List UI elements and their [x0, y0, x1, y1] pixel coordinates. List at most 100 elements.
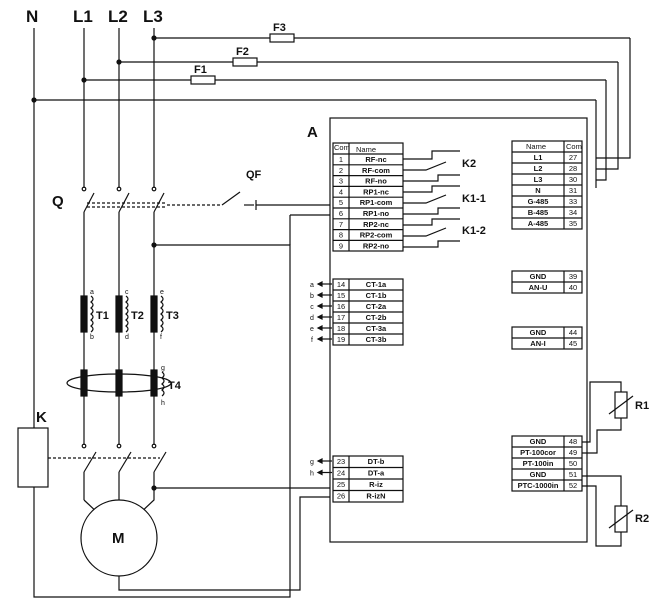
terminal-number: 30	[569, 175, 577, 184]
ct-label-t2: T2	[131, 310, 144, 322]
terminal-name: GND	[530, 328, 547, 337]
tap-letter: d	[310, 315, 314, 322]
relay-k12-nc	[403, 218, 460, 226]
ct-label-t1: T1	[96, 310, 109, 322]
tap-arrowhead	[316, 458, 323, 464]
terminal-number: 52	[569, 481, 577, 490]
tap-letter: g	[310, 459, 314, 466]
ct-tap-c: c	[125, 289, 129, 296]
terminal-number: 40	[569, 283, 577, 292]
terminal-number: 44	[569, 328, 577, 337]
ct-tap-f: f	[160, 334, 162, 341]
terminal-name: G-485	[528, 197, 549, 206]
relay-terminal-number: 7	[339, 220, 343, 229]
terminal-number: 35	[569, 219, 577, 228]
relay-terminal-number: 6	[339, 209, 343, 218]
contact-dot	[81, 186, 87, 192]
terminal-name: R-iz	[369, 480, 383, 489]
terminal-number: 14	[337, 280, 345, 289]
ct-tap-d: d	[125, 334, 129, 341]
terminal-number: 49	[569, 448, 577, 457]
terminal-number: 51	[569, 470, 577, 479]
terminal-name: L1	[534, 153, 543, 162]
ct-tap-g: g	[161, 365, 165, 372]
thermistor-r1-slash	[608, 395, 634, 415]
relay-terminal-number: 2	[339, 166, 343, 175]
power-head-com: Com	[566, 142, 582, 151]
terminal-name: CT-3b	[366, 335, 387, 344]
tap-letter: b	[310, 293, 314, 300]
terminal-name: B-485	[528, 208, 548, 217]
tap-letter: e	[310, 326, 314, 333]
relay-terminal-number: 1	[339, 155, 343, 164]
terminal-name: L3	[534, 175, 543, 184]
tap-letter: a	[310, 282, 314, 289]
terminal-name: AN-I	[530, 339, 545, 348]
bus-label-l1: L1	[73, 7, 93, 26]
terminal-name: GND	[530, 272, 547, 281]
relay-label-k1-2: K1-2	[462, 225, 486, 237]
fuse-label-f3: F3	[273, 22, 286, 34]
terminal-number: 18	[337, 324, 345, 333]
terminal-number: 27	[569, 153, 577, 162]
terminal-name: PT-100in	[523, 459, 554, 468]
terminal-number: 34	[569, 208, 577, 217]
ct-core-t1	[80, 295, 88, 333]
terminal-name: GND	[530, 437, 547, 446]
relay-label-k1-1: K1-1	[462, 193, 486, 205]
relay-terminal-name: RP1-com	[360, 198, 393, 207]
terminal-number: 48	[569, 437, 577, 446]
terminal-number: 16	[337, 302, 345, 311]
relay-terminal-name: RF-com	[362, 166, 390, 175]
rizn-wire	[118, 496, 333, 591]
relay-terminal-number: 8	[339, 231, 343, 240]
ct-core	[80, 369, 88, 397]
ct-winding	[161, 371, 165, 397]
relay-k2-no	[403, 174, 460, 182]
terminal-number: 17	[337, 313, 345, 322]
bus-label-l2: L2	[108, 7, 128, 26]
terminal-name: DT-a	[368, 469, 385, 478]
contact-dot	[151, 443, 157, 449]
relay-k12-no	[403, 240, 460, 248]
ct-core	[150, 369, 158, 397]
thermistor-r2-slash	[608, 509, 634, 529]
feed-l1-drop	[596, 80, 607, 181]
terminal-name: L2	[534, 164, 543, 173]
relay-k11-nc	[403, 185, 460, 193]
r1-wire-a	[582, 381, 622, 443]
tap-arrowhead	[316, 469, 323, 476]
ct-label-t3: T3	[166, 310, 179, 322]
ct-tap-b: b	[90, 334, 94, 341]
terminal-name: GND	[530, 470, 547, 479]
terminal-name: CT-3a	[366, 324, 387, 333]
terminal-number: 50	[569, 459, 577, 468]
ct-tap-h: h	[161, 400, 165, 407]
thermistor-label-r2: R2	[635, 513, 649, 525]
terminal-name: CT-1a	[366, 280, 387, 289]
tap-arrowhead	[316, 314, 323, 320]
relay-k11-no	[403, 207, 460, 215]
contactor-blade	[118, 451, 132, 473]
terminal-name: PT-100cor	[520, 448, 556, 457]
terminal-number: 24	[337, 469, 345, 478]
relay-terminal-name: RF-nc	[365, 155, 386, 164]
qf-supply-wire	[33, 244, 291, 598]
terminal-name: DT-b	[368, 457, 385, 466]
relay-k12-com	[403, 227, 447, 237]
contact-dot	[116, 186, 122, 192]
controller-label-a: A	[307, 124, 318, 141]
tap-arrowhead	[316, 281, 323, 287]
tap-arrowhead	[316, 292, 323, 298]
ct-winding	[90, 295, 94, 333]
terminal-number: 19	[337, 335, 345, 344]
fuse-f2	[232, 57, 258, 67]
contact-dot	[116, 443, 122, 449]
r1-wire-b	[582, 418, 622, 454]
relay-terminal-name: RP1-nc	[363, 187, 389, 196]
relay-terminal-name: RP1-no	[363, 209, 390, 218]
